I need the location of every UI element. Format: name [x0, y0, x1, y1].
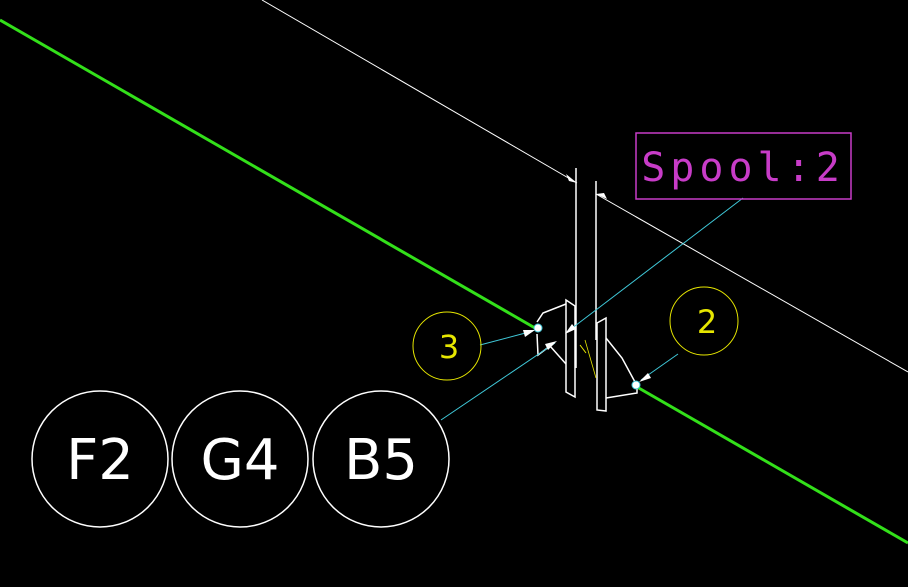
flange-left-neck-lower — [536, 333, 567, 365]
pipe-centerline-lower[interactable] — [636, 385, 908, 545]
weld-bubble-2-circle — [669, 286, 739, 356]
gasket-mark-1 — [579, 344, 587, 354]
weld-dot-left[interactable] — [533, 323, 543, 333]
leader-weld-3-arrow — [523, 330, 535, 337]
spool-tag-frame — [635, 132, 852, 200]
grid-bubble-g4-circle — [171, 390, 309, 528]
grid-bubble-b5[interactable]: B5 — [312, 390, 450, 528]
grid-bubble-g4-label: G4 — [200, 428, 279, 493]
leader-weld-2-arrow — [639, 373, 651, 382]
grid-bubble-f2-label: F2 — [66, 428, 134, 493]
leader-spool-arrow — [565, 324, 576, 334]
spool-tag-label: Spool:2 — [641, 145, 845, 191]
leader-grid-b5 — [440, 342, 556, 421]
pipe-centerline-upper[interactable] — [0, 18, 536, 330]
flange-left-neck — [536, 303, 567, 323]
weld-bubble-2-label: 2 — [697, 303, 717, 341]
grid-bubble-f2-circle — [31, 390, 169, 528]
dimension-arrow-right — [596, 193, 607, 199]
leader-grid-b5-arrow — [545, 341, 557, 350]
flange-right-neck — [605, 337, 636, 383]
dimension-line-lower — [595, 193, 908, 373]
flange-left-plate — [565, 298, 576, 399]
flange-right-plate — [596, 316, 607, 412]
dimension-line-upper — [261, 0, 578, 184]
weld-dot-right[interactable] — [631, 380, 641, 390]
grid-bubble-f2[interactable]: F2 — [31, 390, 169, 528]
dimension-arrow-left — [566, 174, 577, 183]
leader-spool — [566, 197, 744, 333]
gasket-mark-2 — [584, 339, 597, 379]
grid-bubble-g4[interactable]: G4 — [171, 390, 309, 528]
weld-bubble-2[interactable]: 2 — [669, 286, 739, 356]
grid-bubble-b5-circle — [312, 390, 450, 528]
weld-bubble-3-circle — [412, 311, 482, 381]
spool-tag[interactable]: Spool:2 — [635, 132, 852, 200]
weld-bubble-3-label: 3 — [439, 328, 459, 366]
weld-bubble-3[interactable]: 3 — [412, 311, 482, 381]
grid-bubble-b5-label: B5 — [344, 428, 418, 493]
